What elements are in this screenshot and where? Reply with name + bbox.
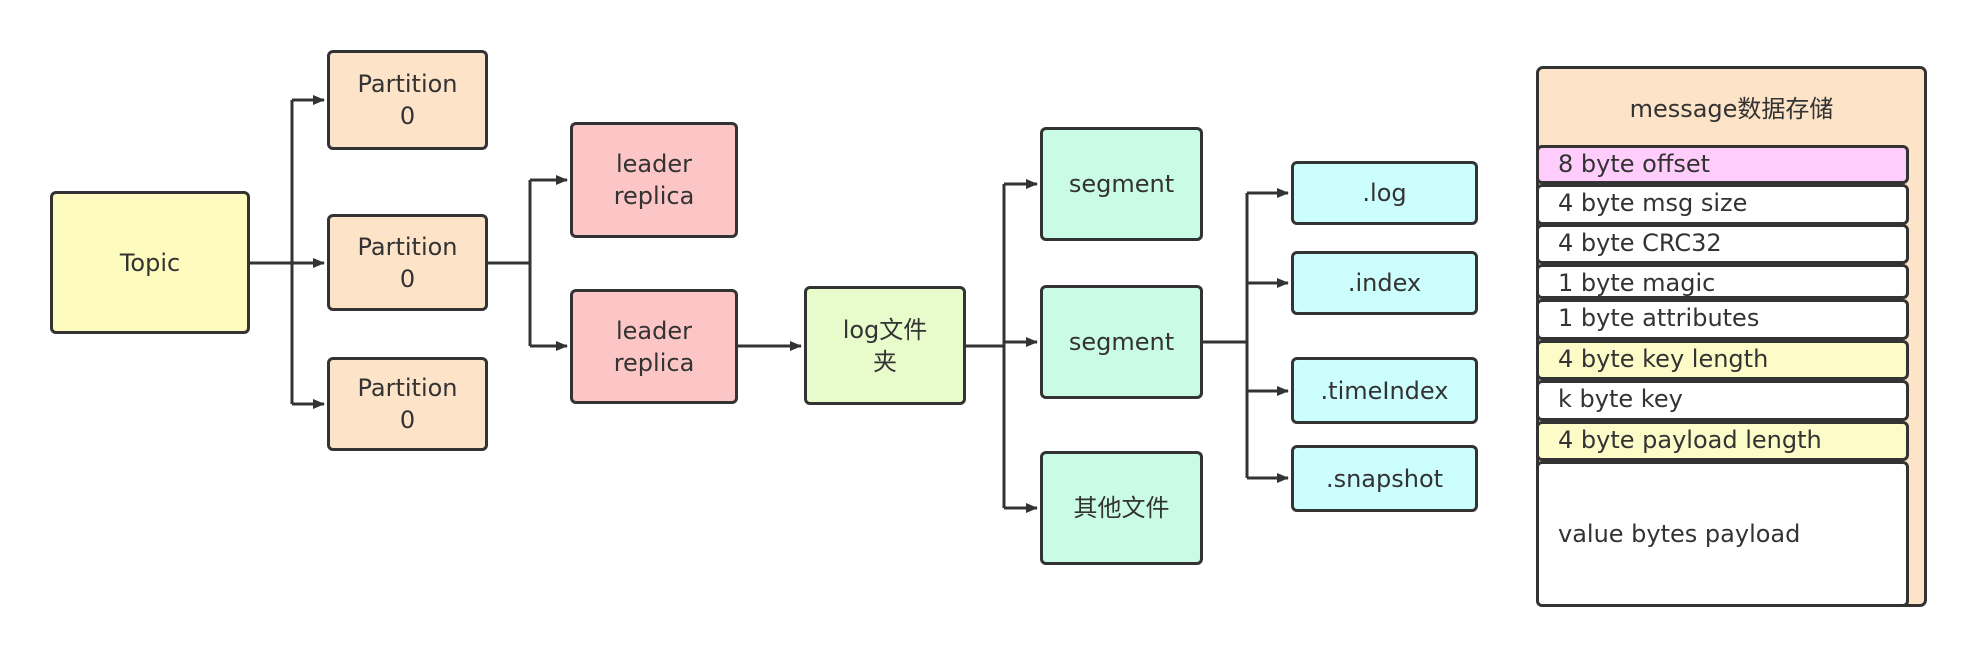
partition-node-3: Partition 0 [327,357,488,451]
field-crc32: 4 byte CRC32 [1536,224,1909,264]
file-log-node: .log [1291,161,1478,225]
partition-node-1: Partition 0 [327,50,488,150]
field-attributes: 1 byte attributes [1536,299,1909,340]
file-index-node: .index [1291,251,1478,315]
segment-node-2: segment [1040,285,1203,399]
file-timeindex-node: .timeIndex [1291,357,1478,424]
segment-node-1: segment [1040,127,1203,241]
file-snapshot-node: .snapshot [1291,445,1478,512]
field-key-length: 4 byte key length [1536,340,1909,380]
connector-topic-trunk [250,100,294,404]
field-msg-size: 4 byte msg size [1536,184,1909,225]
other-files-node: 其他文件 [1040,451,1203,565]
field-magic: 1 byte magic [1536,264,1909,299]
log-dir-node: log文件 夹 [804,286,966,405]
leader-replica-node-1: leader replica [570,122,738,238]
field-value-payload: value bytes payload [1536,461,1909,607]
connector-partition-trunk [488,180,532,346]
field-payload-length: 4 byte payload length [1536,421,1909,461]
field-key: k byte key [1536,380,1909,421]
partition-node-2: Partition 0 [327,214,488,311]
leader-replica-node-2: leader replica [570,289,738,404]
connector-segment-trunk [1203,193,1249,478]
field-offset: 8 byte offset [1536,145,1909,184]
connector-logdir-trunk [966,184,1006,508]
message-storage-title: message数据存储 [1629,95,1834,123]
topic-node: Topic [50,191,250,334]
